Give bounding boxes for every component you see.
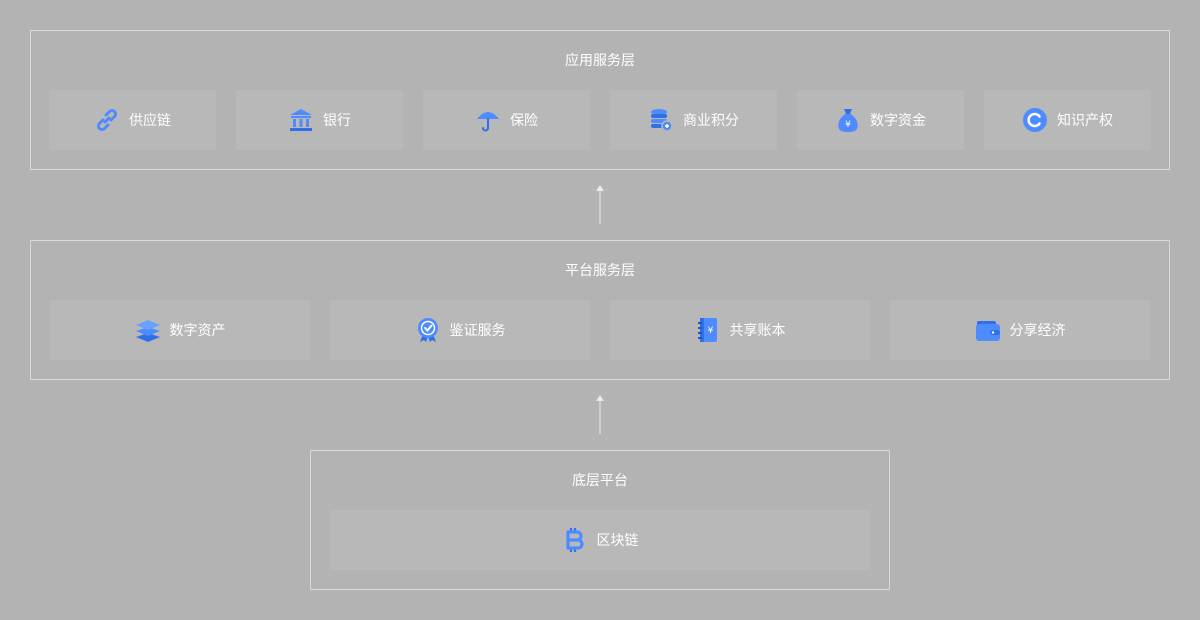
tile-digital-funds[interactable]: ¥ 数字资金 xyxy=(797,90,964,150)
tile-label: 供应链 xyxy=(129,113,171,129)
wallet-icon xyxy=(975,317,1001,343)
umbrella-icon xyxy=(475,107,501,133)
base-layer-title: 底层平台 xyxy=(572,473,628,489)
tile-bank[interactable]: 银行 xyxy=(236,90,403,150)
tile-label: 共享账本 xyxy=(729,323,786,339)
tile-supply-chain[interactable]: 供应链 xyxy=(49,90,216,150)
platform-service-layer: 平台服务层 数字资产 鉴证服务 ¥ 共享账本 分享经济 xyxy=(30,240,1170,380)
tile-blockchain[interactable]: 区块链 xyxy=(330,510,870,570)
tile-sharing-economy[interactable]: 分享经济 xyxy=(890,300,1150,360)
chain-link-icon xyxy=(94,107,120,133)
tile-business-points[interactable]: 商业积分 xyxy=(610,90,777,150)
certificate-badge-icon xyxy=(415,317,441,343)
tile-label: 分享经济 xyxy=(1009,323,1066,339)
tile-label: 区块链 xyxy=(596,533,639,549)
tile-authentication-service[interactable]: 鉴证服务 xyxy=(330,300,590,360)
base-platform-layer: 底层平台 区块链 xyxy=(310,450,890,590)
tile-shared-ledger[interactable]: ¥ 共享账本 xyxy=(610,300,870,360)
svg-text:¥: ¥ xyxy=(845,120,851,130)
ledger-book-icon: ¥ xyxy=(695,317,721,343)
tile-label: 银行 xyxy=(323,113,351,129)
arrow-up-icon xyxy=(596,395,604,434)
tile-label: 保险 xyxy=(510,113,538,129)
svg-text:¥: ¥ xyxy=(707,326,713,336)
tile-label: 知识产权 xyxy=(1057,113,1113,129)
tile-label: 数字资产 xyxy=(169,323,226,339)
tile-intellectual-property[interactable]: 知识产权 xyxy=(984,90,1151,150)
layers-icon xyxy=(135,317,161,343)
bitcoin-icon xyxy=(562,527,588,553)
tile-label: 数字资金 xyxy=(870,113,926,129)
tile-digital-assets[interactable]: 数字资产 xyxy=(50,300,310,360)
application-layer-title: 应用服务层 xyxy=(565,53,635,69)
tile-label: 商业积分 xyxy=(683,113,739,129)
bank-icon xyxy=(288,107,314,133)
money-bag-icon: ¥ xyxy=(835,107,861,133)
application-service-layer: 应用服务层 供应链 银行 保险 商业积分 xyxy=(30,30,1170,170)
tile-label: 鉴证服务 xyxy=(449,323,506,339)
coin-stack-icon xyxy=(648,107,674,133)
platform-layer-title: 平台服务层 xyxy=(565,263,635,279)
tile-insurance[interactable]: 保险 xyxy=(423,90,590,150)
arrow-up-icon xyxy=(596,185,604,224)
copyright-icon xyxy=(1022,107,1048,133)
